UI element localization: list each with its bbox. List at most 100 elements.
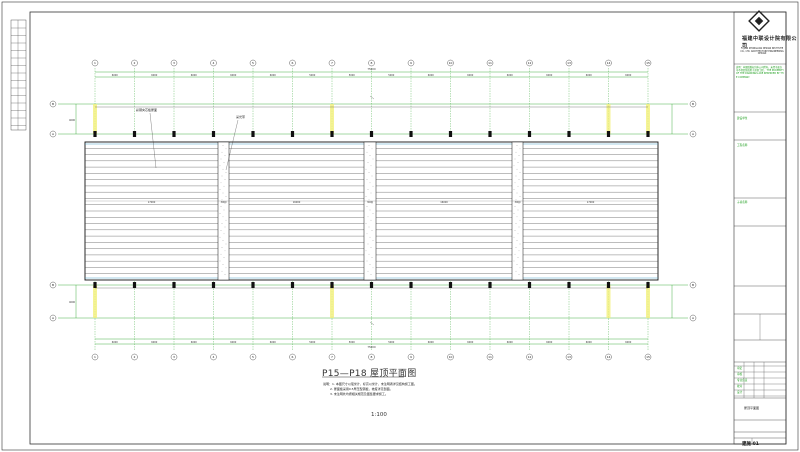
skylight-hatch: [219, 213, 221, 214]
bay-dim-bottom: 6000: [151, 341, 158, 344]
skylight-hatch: [371, 148, 373, 150]
company-name-en: FUJIAN ZHONGLIAN DESIGN INSTITUTE CO., L…: [740, 47, 784, 56]
axis-bubble-right: [689, 314, 697, 322]
skylight-hatch: [225, 172, 227, 173]
drawing-note-3: 3. 未注明处均按相关规范及图集要求施工。: [330, 392, 388, 396]
axis-number-bottom: 3: [173, 355, 175, 359]
skylight-hatch: [515, 151, 517, 153]
overall-dim-top: 75000: [367, 67, 376, 71]
skylight-hatch: [514, 230, 516, 231]
bay-dim-bottom: 6000: [270, 341, 277, 344]
column: [606, 282, 611, 288]
skylight-hatch: [513, 260, 515, 262]
column: [132, 282, 137, 288]
canopy-strip: [93, 285, 97, 318]
column: [369, 282, 374, 288]
axis-bubble-top: [210, 59, 217, 67]
skylight-hatch: [518, 179, 520, 180]
axis-bubble-top: [486, 59, 494, 67]
skylight-hatch: [222, 264, 224, 265]
skylight-hatch: [370, 192, 372, 194]
skylight-hatch: [513, 236, 515, 238]
axis-letter-left: B: [52, 283, 54, 287]
skylight-hatch: [515, 270, 517, 272]
axis-number-top: 14: [607, 61, 611, 65]
axis-bubble-top: [249, 59, 257, 67]
side-dim-text: 4000: [69, 301, 76, 304]
skylight-hatch: [369, 182, 371, 184]
drawing-title: P15—P18 屋顶平面图: [322, 369, 417, 379]
bay-dim-top: 5000: [349, 74, 356, 77]
skylight-hatch: [366, 179, 368, 180]
axis-bubble-top: [644, 59, 652, 67]
skylight-hatch: [371, 202, 373, 204]
axis-number-top: 9: [410, 61, 412, 65]
skylight-hatch: [221, 151, 223, 153]
skylight-hatch: [225, 148, 227, 150]
skylight-hatch: [365, 250, 367, 252]
skylight-hatch: [367, 270, 369, 272]
axis-bubble-top: [526, 59, 533, 67]
skylight-hatch: [225, 219, 227, 221]
bay-dim-bottom: 6000: [112, 341, 119, 344]
axis-bubble-bottom: [131, 353, 138, 361]
axis-bubble-bottom: [526, 353, 533, 361]
axis-number-top: 1: [94, 61, 96, 65]
skylight-hatch: [367, 216, 369, 218]
axis-bubble-bottom: [368, 353, 375, 361]
skylight-hatch: [368, 172, 370, 173]
skylight-hatch: [516, 240, 518, 241]
skylight-hatch: [517, 257, 519, 258]
axis-number-bottom: 14: [607, 355, 611, 359]
axis-number-top: 13: [567, 61, 571, 65]
bay-dim-bottom: 6000: [586, 341, 593, 344]
skylight-hatch: [366, 233, 368, 235]
axis-number-bottom: 13: [567, 355, 571, 359]
skylight-hatch: [219, 189, 221, 190]
bay-dim-top: 6000: [467, 74, 474, 77]
skylight-hatch: [224, 179, 226, 180]
bay-dim-top: 6000: [546, 74, 553, 77]
bay-dim-top: 6000: [507, 74, 514, 77]
column: [93, 131, 97, 137]
skylight-hatch: [219, 260, 221, 262]
axis-bubble-bottom: [486, 353, 494, 361]
column: [409, 282, 413, 288]
panel-dim: 3000: [220, 201, 227, 204]
axis-number-bottom: 6: [292, 355, 294, 359]
bay-dim-top: 6000: [191, 74, 198, 77]
axis-number-bottom: 7: [331, 355, 333, 359]
skylight-hatch: [366, 206, 368, 207]
skylight-hatch: [369, 264, 371, 265]
column: [369, 131, 374, 137]
logo-core: [754, 16, 764, 26]
skylight-hatch: [220, 230, 222, 231]
canopy-strip: [646, 104, 650, 134]
column: [330, 131, 334, 137]
skylight-hatch: [225, 267, 227, 269]
skylight-hatch: [517, 209, 519, 211]
drawing-scale: 1:100: [371, 412, 387, 418]
skylight-hatch: [220, 206, 222, 207]
column: [646, 131, 650, 137]
skylight-hatch: [518, 155, 520, 156]
column: [409, 131, 413, 137]
overall-dim-bottom: 75000: [367, 345, 376, 349]
axis-letter-left: A: [52, 316, 55, 320]
drawing-name: 屋顶平面图: [744, 406, 760, 410]
column: [251, 282, 255, 288]
canopy-strip: [646, 285, 650, 318]
skylight-hatch: [219, 236, 221, 238]
axis-bubble-bottom: [565, 353, 573, 361]
column: [93, 282, 97, 288]
skylight-hatch: [519, 267, 521, 269]
axis-bubble-right: [689, 100, 697, 108]
skylight-hatch: [519, 172, 521, 173]
column: [132, 131, 137, 137]
axis-bubble-top: [407, 59, 415, 67]
axis-number-top: 7: [331, 61, 333, 65]
callout-skylight: 采光带: [236, 115, 246, 119]
skylight-hatch: [372, 158, 374, 160]
